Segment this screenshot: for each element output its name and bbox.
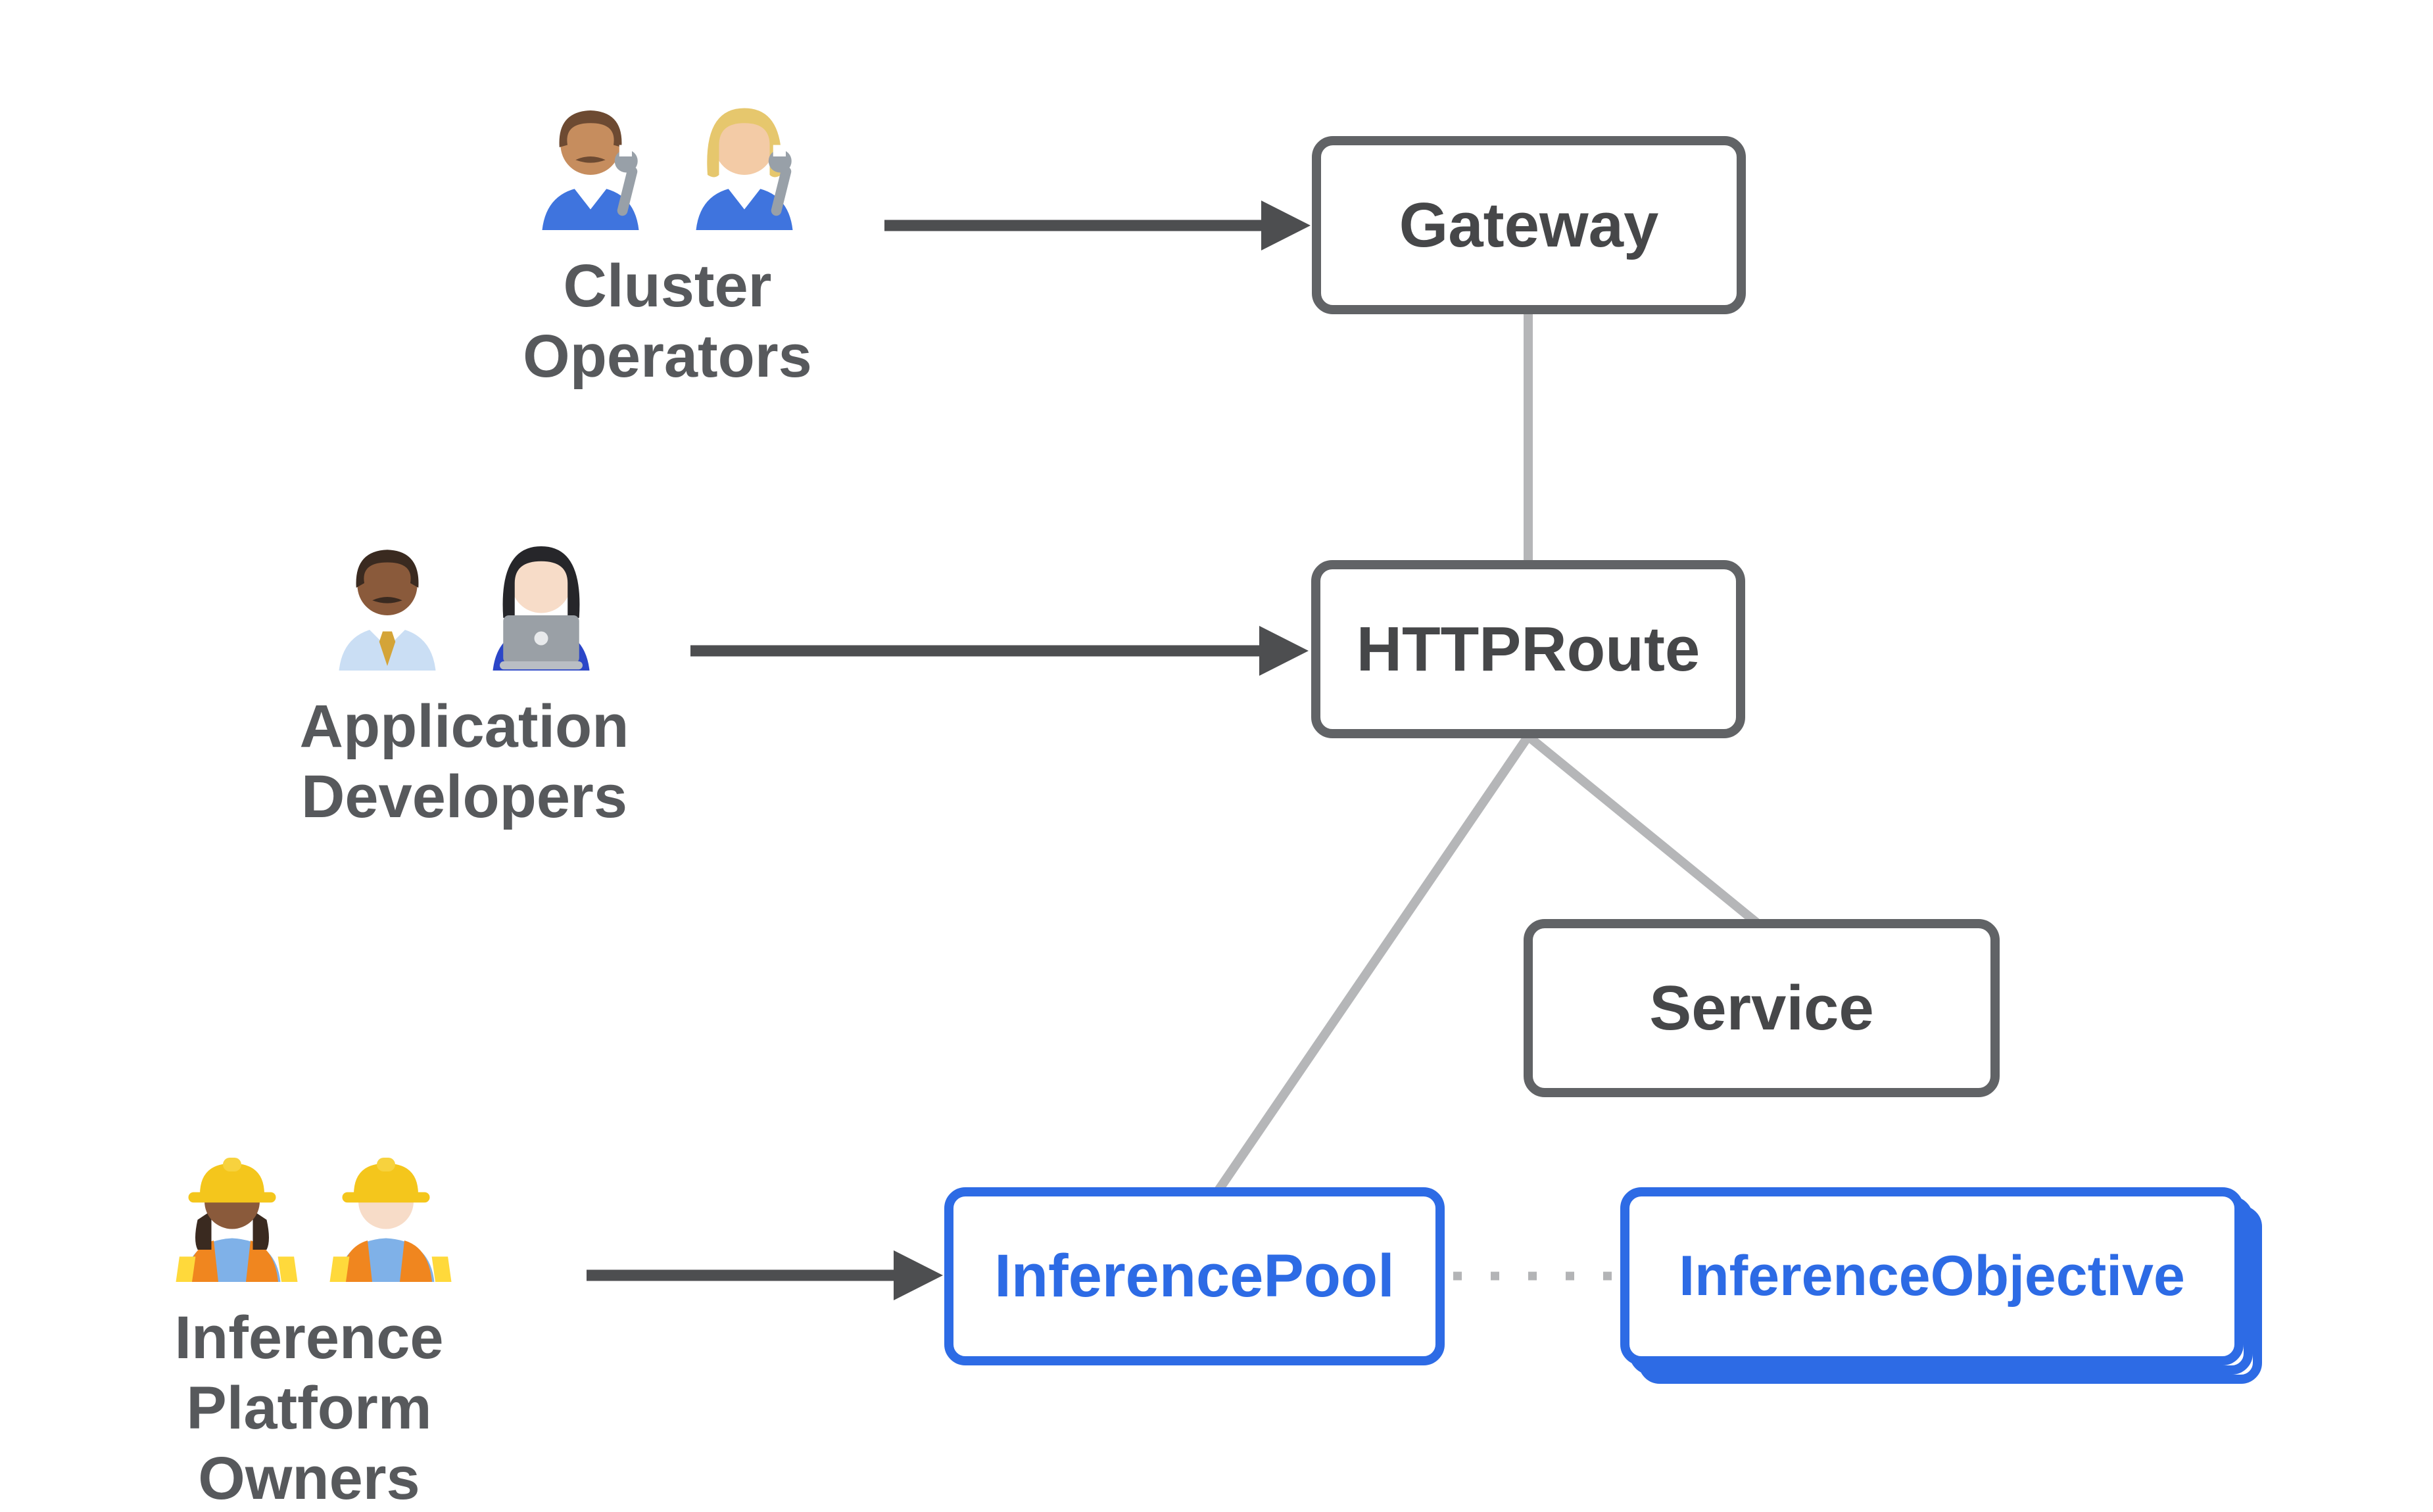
man-office-worker-emoji xyxy=(339,550,436,671)
gateway-label: Gateway xyxy=(1399,189,1659,260)
hard-hat-icon xyxy=(188,1158,276,1203)
laptop-icon xyxy=(500,615,583,670)
httproute-label: HTTPRoute xyxy=(1356,613,1700,684)
persona-inference-platform-owners: Inference Platform Owners xyxy=(79,1144,539,1512)
edge-httproute-inferencepool xyxy=(1214,734,1532,1194)
wrench-icon xyxy=(614,145,638,216)
arrow-inference-platform-owners-to-inferencepool xyxy=(587,1250,943,1300)
hard-hat-icon xyxy=(342,1158,430,1203)
persona-cluster-operators: Cluster Operators xyxy=(470,92,865,392)
service-label: Service xyxy=(1649,972,1874,1043)
node-httproute: HTTPRoute xyxy=(1311,560,1745,738)
woman-technologist-emoji xyxy=(493,546,590,671)
node-gateway: Gateway xyxy=(1312,136,1746,314)
woman-mechanic-emoji xyxy=(696,108,793,230)
inference-platform-owners-label-line1: Inference xyxy=(174,1304,444,1371)
cluster-operators-avatars xyxy=(521,92,813,230)
inferenceobjective-label: InferenceObjective xyxy=(1679,1244,2185,1308)
node-inferenceobjective: InferenceObjective xyxy=(1620,1187,2244,1365)
application-developers-label-line1: Application xyxy=(299,693,629,760)
node-inferencepool: InferencePool xyxy=(944,1187,1445,1365)
cluster-operators-label-line2: Operators xyxy=(523,323,812,390)
tie-icon xyxy=(379,631,396,666)
inference-platform-owners-label-line2: Platform Owners xyxy=(186,1375,432,1512)
node-inferenceobjective-stack: InferenceObjective xyxy=(1620,1187,2262,1384)
woman-construction-worker-emoji xyxy=(176,1158,298,1282)
node-service: Service xyxy=(1524,919,2000,1097)
wrench-icon xyxy=(768,145,792,216)
application-developers-avatars xyxy=(318,532,610,671)
man-mechanic-emoji xyxy=(542,110,639,230)
man-construction-worker-emoji xyxy=(329,1158,452,1282)
inference-platform-owners-avatars xyxy=(163,1144,455,1282)
inferencepool-label: InferencePool xyxy=(994,1242,1395,1310)
application-developers-label: Application Developers xyxy=(300,692,629,832)
cluster-operators-label-line1: Cluster xyxy=(563,252,772,319)
persona-application-developers: Application Developers xyxy=(267,532,662,832)
cluster-operators-label: Cluster Operators xyxy=(523,251,812,392)
arrow-cluster-operators-to-gateway xyxy=(884,201,1311,250)
inference-platform-owners-label: Inference Platform Owners xyxy=(79,1303,539,1512)
edge-httproute-service xyxy=(1525,732,1760,927)
arrow-application-developers-to-httproute xyxy=(690,626,1309,676)
application-developers-label-line2: Developers xyxy=(301,763,627,830)
